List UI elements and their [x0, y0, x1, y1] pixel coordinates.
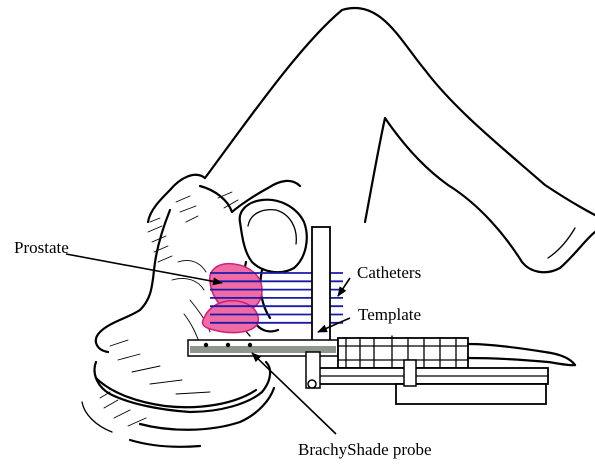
prostate-label: Prostate — [14, 238, 69, 257]
prostate-arrow — [66, 254, 222, 283]
stepper-device — [306, 336, 575, 404]
pelvis-body-outline — [82, 175, 300, 447]
probe-arrow — [252, 353, 336, 434]
template-plate — [312, 227, 330, 353]
bladder-outline — [240, 200, 307, 273]
probe-label: BrachyShade probe — [298, 440, 432, 459]
template-label: Template — [358, 305, 421, 324]
catheters-label: Catheters — [357, 263, 421, 282]
leg-outline — [205, 8, 595, 272]
